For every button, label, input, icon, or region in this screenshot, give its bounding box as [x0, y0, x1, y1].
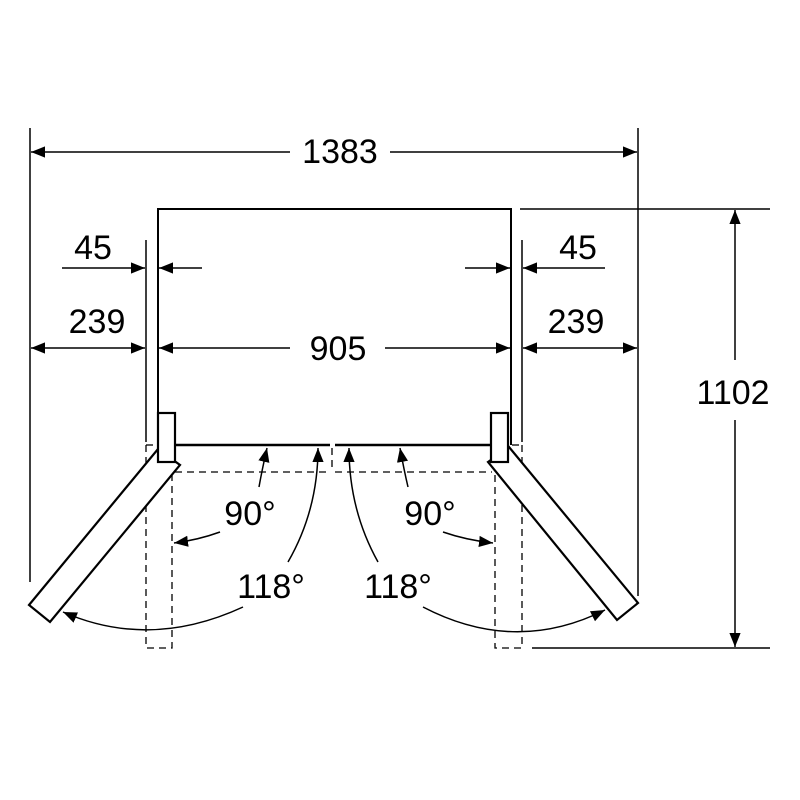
right-118-angle-label: 118°: [364, 568, 432, 606]
total-width-dimension: 1383: [31, 133, 637, 171]
hinge-offset-left-label: 45: [74, 229, 112, 267]
total-width-label: 1383: [302, 133, 378, 171]
angle-arcs: [62, 447, 606, 633]
left-door: [27, 447, 182, 624]
right-hinge: [489, 411, 510, 464]
hinge-offset-dimensions: 45 45: [62, 229, 605, 274]
right-90-angle-label: 90°: [404, 495, 455, 533]
fridge-body: [157, 208, 512, 472]
side-clearance-right-label: 239: [548, 303, 605, 341]
right-door: [486, 445, 640, 622]
door-swing-outlines: [145, 444, 523, 649]
left-hinge: [156, 411, 177, 464]
total-depth-label: 1102: [696, 374, 769, 412]
side-clearance-left-label: 239: [69, 303, 126, 341]
body-width-label: 905: [310, 330, 367, 368]
width-breakdown-dimensions: 239 905 239: [31, 303, 637, 368]
total-depth-dimension: 1102: [696, 210, 770, 647]
extension-lines: [29, 128, 770, 649]
hinge-offset-right-label: 45: [559, 229, 597, 267]
left-118-angle-label: 118°: [237, 568, 305, 606]
left-90-angle-label: 90°: [224, 495, 275, 533]
